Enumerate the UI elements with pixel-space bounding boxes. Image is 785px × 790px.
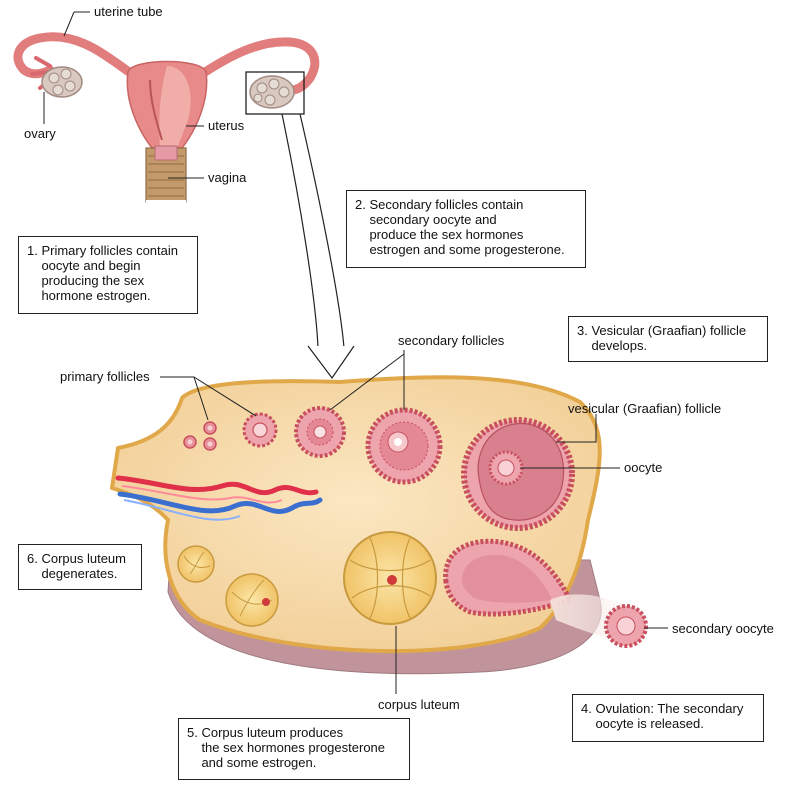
label-secondary-follicles: secondary follicles [398,333,505,348]
magnify-arrow [281,113,355,380]
label-uterus: uterus [208,118,245,133]
artery [115,475,319,496]
leader-lines [43,11,668,694]
label-corpus-luteum: corpus luteum [378,697,460,712]
ovulation-release [550,594,660,650]
vein [117,491,323,514]
label-uterine-tube: uterine tube [94,4,163,19]
step-box-2: 2. Secondary follicles contain secondary… [346,190,586,268]
step-box-6: 6. Corpus luteum degenerates. [18,544,142,590]
vesicular-follicle [461,417,575,531]
label-ovary: ovary [24,126,56,141]
magnify-box [245,71,305,115]
uterine-tube-right [191,37,320,95]
corpus-luteum [343,531,437,625]
reproductive-tract-illustration [13,32,320,204]
label-secondary-oocyte: secondary oocyte [672,621,774,636]
ovary-cross-section [110,375,602,675]
label-oocyte: oocyte [624,460,663,475]
label-vagina: vagina [208,170,247,185]
step-box-4: 4. Ovulation: The secondary oocyte is re… [572,694,764,742]
step-box-3: 3. Vesicular (Graafian) follicle develop… [568,316,768,362]
degenerating-corpus-luteum [177,545,279,627]
secondary-follicles [294,406,443,485]
label-primary-follicles: primary follicles [60,369,150,384]
step-box-1: 1. Primary follicles contain oocyte and … [18,236,198,314]
ruptured-follicle [443,538,574,617]
step-box-5: 5. Corpus luteum produces the sex hormon… [178,718,410,780]
label-vesicular-follicle: vesicular (Graafian) follicle [568,401,722,416]
primary-follicles [183,412,278,451]
